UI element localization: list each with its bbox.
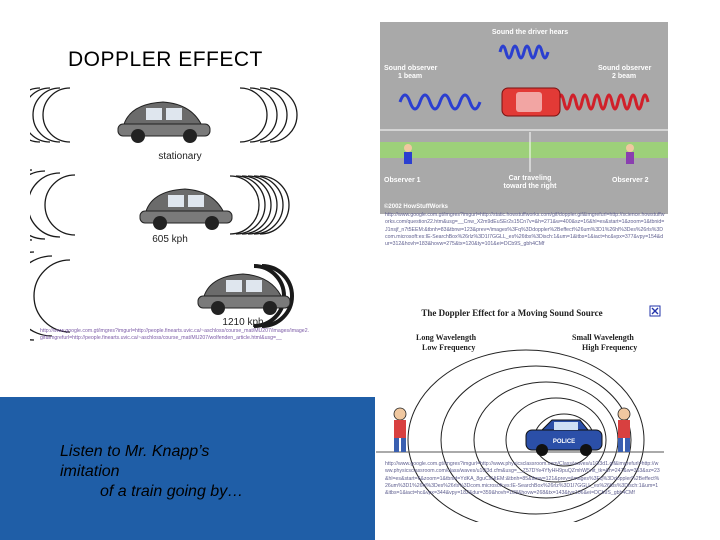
copyright-text: ©2002 HowStuffWorks (384, 203, 449, 210)
grass-strip (380, 142, 668, 158)
source-url-topright[interactable]: http://www.google.com.gt/imgres?imgurl=h… (385, 212, 665, 248)
label-observer2: Observer 2 (612, 177, 649, 184)
car-1210kph (197, 273, 291, 315)
note-line-1: Listen to Mr. Knapp’s (60, 443, 210, 460)
car-topview (501, 87, 561, 117)
label-1210kph: 1210 kph (222, 317, 263, 328)
source-url-bottomright[interactable]: http://www.google.com.gt/imgres?imgurl=h… (385, 461, 660, 497)
label-605kph: 605 kph (152, 234, 188, 245)
police-car: POLICE (525, 419, 603, 456)
road-area (380, 22, 668, 142)
label-observer1: Observer 1 (384, 177, 421, 184)
obs1-wave (398, 93, 482, 111)
label-small-wavelength: Small Wavelength (572, 333, 634, 342)
source-url-left[interactable]: http://www.google.com.gt/imgres?imgurl=h… (40, 328, 310, 342)
close-icon (649, 305, 661, 317)
label-driver-hears: Sound the driver hears (492, 29, 568, 36)
label-high-frequency: High Frequency (582, 343, 637, 352)
wavefronts-stationary (30, 87, 298, 143)
note-line-2: imitation (60, 463, 120, 480)
label-stationary: stationary (158, 151, 201, 162)
observer2-person (626, 144, 634, 164)
wavefronts-605kph (30, 169, 290, 241)
teacher-note: Listen to Mr. Knapp’s imitation of a tra… (60, 442, 360, 502)
doppler-speed-figure: stationary 605 kph 1210 kph (30, 87, 298, 341)
listener-right (617, 407, 631, 452)
police-label: POLICE (553, 439, 575, 445)
label-obs1-beam-line: Sound observer (384, 65, 438, 72)
slide-title: DOPPLER EFFECT (68, 48, 263, 71)
car-stationary (117, 101, 211, 143)
moving-source-title: The Doppler Effect for a Moving Sound So… (421, 308, 602, 318)
car-605kph (139, 188, 233, 230)
label-low-frequency: Low Frequency (422, 343, 475, 352)
label-long-wavelength: Long Wavelength (416, 333, 477, 342)
driver-wave (498, 44, 550, 60)
listener-left (393, 407, 407, 452)
observer1-person (404, 144, 412, 164)
note-line-3: of a train going by… (100, 483, 244, 500)
obs2-wave (556, 93, 650, 111)
moving-source-figure: The Doppler Effect for a Moving Sound So… (376, 300, 664, 522)
decorative-blue-band (0, 397, 375, 540)
